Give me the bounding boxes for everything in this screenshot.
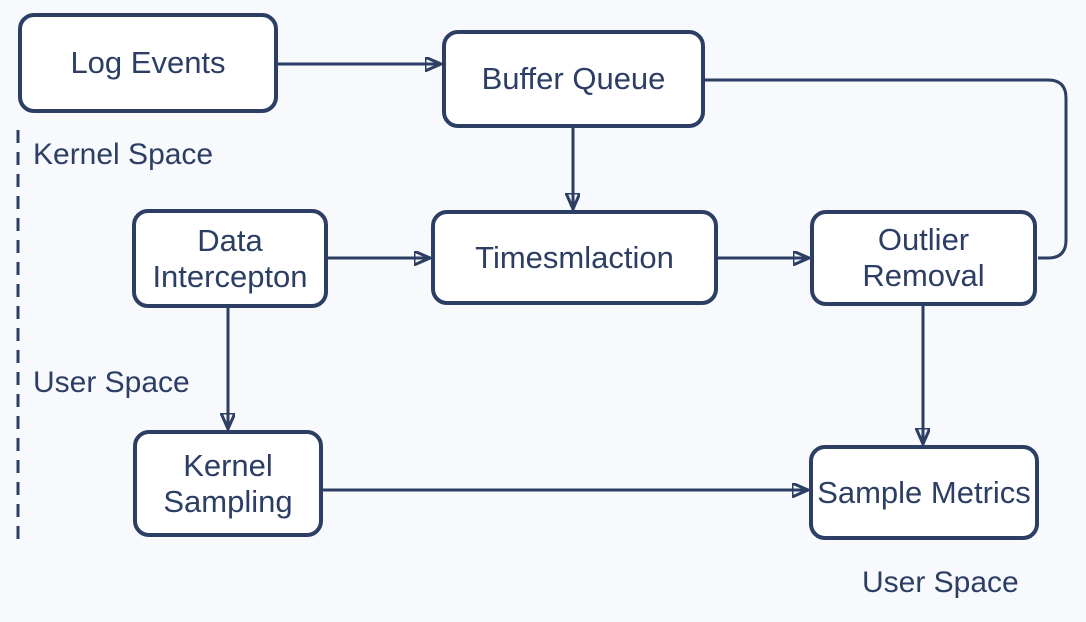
node-outlier-removal: Outlier Removal [810, 210, 1037, 306]
node-buffer-queue-label: Buffer Queue [481, 61, 666, 97]
node-timesmlaction: Timesmlaction [431, 210, 718, 305]
label-kernel-space: Kernel Space [33, 138, 214, 171]
node-buffer-queue: Buffer Queue [442, 30, 705, 128]
label-user-space-bottom: User Space [862, 566, 1019, 599]
node-kernel-sampling-label: Kernel Sampling [163, 447, 293, 519]
node-log-events-label: Log Events [70, 45, 226, 81]
node-data-intercepton-label: Data Intercepton [152, 222, 308, 294]
node-sample-metrics: Sample Metrics [809, 445, 1039, 540]
node-timesmlaction-label: Timesmlaction [475, 239, 674, 275]
node-data-intercepton: Data Intercepton [132, 209, 328, 308]
label-user-space-left: User Space [33, 366, 190, 399]
node-sample-metrics-label: Sample Metrics [817, 474, 1031, 510]
node-outlier-removal-label: Outlier Removal [862, 222, 985, 293]
node-log-events: Log Events [18, 13, 278, 113]
node-kernel-sampling: Kernel Sampling [133, 430, 323, 537]
edge-bufferqueue-outlierremoval [705, 78, 1068, 260]
